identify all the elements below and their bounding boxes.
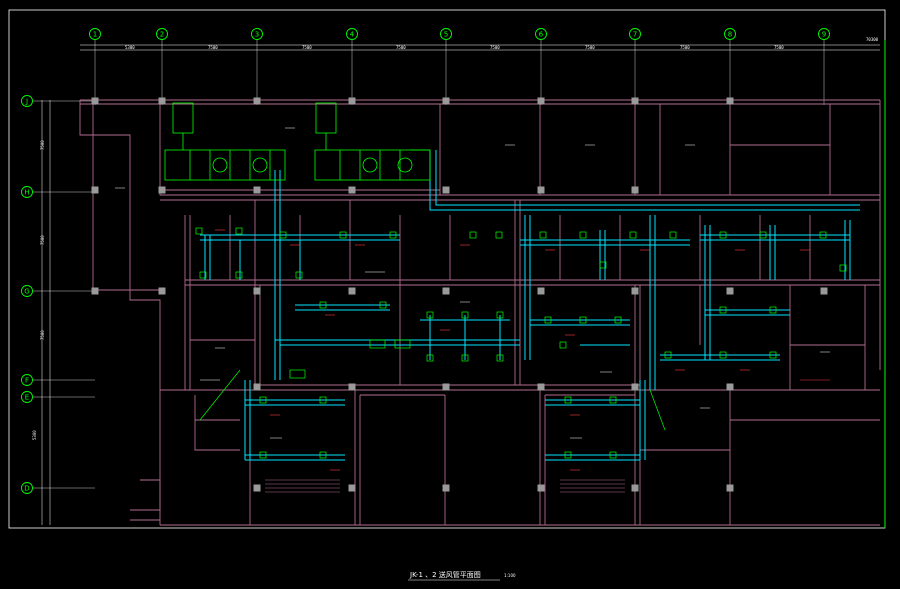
grid-bubble-col-4: 4 [346, 28, 358, 40]
grid-bubble-row-G: G [21, 285, 33, 297]
svg-text:2: 2 [160, 31, 164, 39]
grid-bubbles: 1 2 3 4 5 6 7 8 9J H G F E D [21, 28, 830, 494]
top-dimension-labels: 5300 7500 7500 7500 7500 7500 7500 7500 … [125, 37, 879, 50]
svg-text:J: J [25, 98, 28, 106]
top-dimension-line [80, 44, 880, 51]
grid-bubble-row-H: H [21, 186, 33, 198]
grid-bubble-col-1: 1 [89, 28, 101, 40]
column [726, 484, 734, 492]
air-handling-unit-jk2 [314, 102, 431, 181]
svg-text:7500: 7500 [396, 45, 406, 50]
svg-text:8: 8 [728, 31, 732, 39]
column [631, 383, 639, 391]
column [91, 186, 99, 194]
column [537, 186, 545, 194]
grid-bubble-row-J: J [21, 95, 33, 107]
grid-bubble-col-9: 9 [818, 28, 830, 40]
column [348, 186, 356, 194]
column [537, 383, 545, 391]
svg-text:F: F [25, 377, 29, 385]
svg-text:7500: 7500 [774, 45, 784, 50]
air-diffusers [195, 149, 847, 459]
grid-lines [33, 40, 825, 489]
column [348, 383, 356, 391]
structural-columns [91, 97, 828, 492]
left-dimension-labels: 7500 7500 7500 5300 [32, 140, 45, 440]
grid-bubble-col-8: 8 [724, 28, 736, 40]
grid-bubble-row-F: F [21, 374, 33, 386]
svg-text:7500: 7500 [208, 45, 218, 50]
grid-bubble-row-E: E [21, 391, 33, 403]
annotation-marks [215, 229, 830, 471]
svg-text:7500: 7500 [40, 330, 45, 340]
column [253, 383, 261, 391]
column [537, 484, 545, 492]
column [726, 287, 734, 295]
grid-bubble-col-5: 5 [440, 28, 452, 40]
svg-text:5: 5 [444, 31, 448, 39]
left-dimension-line [41, 100, 51, 525]
svg-text:70300: 70300 [866, 37, 879, 42]
drawing-title-block: JK-1 、2 送风管平面图 1:100 [408, 570, 516, 581]
column [348, 287, 356, 295]
column [537, 97, 545, 105]
svg-text:7500: 7500 [680, 45, 690, 50]
building-walls [79, 99, 881, 526]
column [442, 186, 450, 194]
room-label-marks [115, 127, 830, 439]
drawing-frame [8, 9, 886, 529]
column [253, 186, 261, 194]
column [726, 97, 734, 105]
column [820, 287, 828, 295]
svg-text:1: 1 [93, 31, 97, 39]
column [537, 287, 545, 295]
column [158, 186, 166, 194]
column [631, 186, 639, 194]
column [91, 287, 99, 295]
svg-text:5300: 5300 [125, 45, 135, 50]
column [726, 383, 734, 391]
column [442, 287, 450, 295]
svg-text:6: 6 [539, 31, 544, 39]
svg-text:7: 7 [633, 31, 637, 39]
column [91, 97, 99, 105]
grid-bubble-col-2: 2 [156, 28, 168, 40]
column [158, 287, 166, 295]
column [253, 484, 261, 492]
svg-text:E: E [25, 394, 29, 402]
entrance-steps [265, 479, 625, 493]
column [348, 97, 356, 105]
svg-text:7500: 7500 [40, 235, 45, 245]
svg-text:G: G [24, 288, 29, 296]
svg-text:7500: 7500 [490, 45, 500, 50]
grid-bubble-col-7: 7 [629, 28, 641, 40]
supply-duct-network [200, 150, 860, 461]
column [158, 97, 166, 105]
column [442, 97, 450, 105]
svg-text:7500: 7500 [40, 140, 45, 150]
grid-bubble-row-D: D [21, 482, 33, 494]
column [631, 97, 639, 105]
column [253, 97, 261, 105]
svg-text:4: 4 [350, 31, 355, 39]
air-handling-unit-jk1 [164, 102, 286, 181]
grid-bubble-col-6: 6 [535, 28, 547, 40]
column [253, 287, 261, 295]
drawing-title: JK-1 、2 送风管平面图 [409, 570, 481, 579]
svg-text:7500: 7500 [585, 45, 595, 50]
column [442, 383, 450, 391]
svg-text:5300: 5300 [32, 430, 37, 440]
column [631, 287, 639, 295]
column [442, 484, 450, 492]
drawing-scale: 1:100 [504, 573, 516, 578]
svg-text:7500: 7500 [302, 45, 312, 50]
svg-text:9: 9 [822, 31, 826, 39]
column [631, 484, 639, 492]
svg-text:D: D [24, 485, 29, 493]
svg-text:3: 3 [255, 31, 259, 39]
column [348, 484, 356, 492]
svg-text:H: H [24, 189, 29, 197]
grid-bubble-col-3: 3 [251, 28, 263, 40]
